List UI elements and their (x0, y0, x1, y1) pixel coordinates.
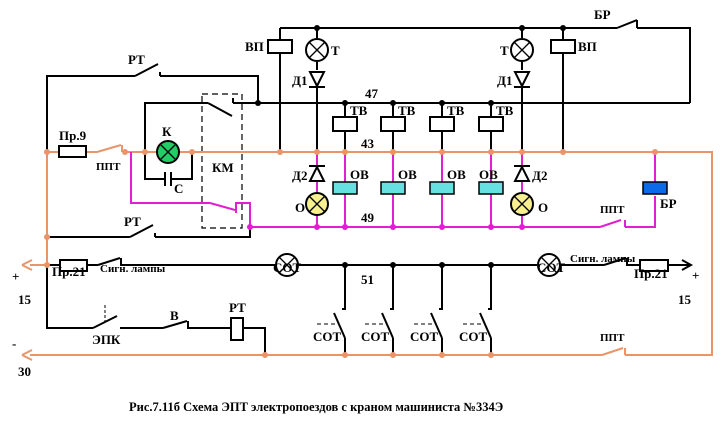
supply-wires (21, 144, 713, 361)
label-vp-left: ВП (245, 39, 264, 54)
diode-d1-left (308, 71, 326, 89)
lamp-t-right (510, 38, 534, 62)
label-ov-3: ОВ (447, 167, 466, 182)
diode-d2-right (513, 164, 531, 182)
label-15-left: 15 (18, 292, 32, 307)
capacitor-c (164, 172, 172, 186)
label-ppt-left: ППТ (96, 161, 121, 173)
label-t-left: Т (331, 43, 340, 58)
lamp-sot-right (537, 253, 561, 277)
label-30: 30 (18, 364, 31, 379)
label-km: КМ (212, 160, 234, 175)
label-sig-left: Сигн. лампы (100, 263, 166, 275)
label-ov-1: ОВ (350, 167, 369, 182)
label-rt-mid: РТ (124, 214, 141, 229)
fuse-pr21-right (639, 259, 669, 272)
label-tv-2: ТВ (398, 103, 416, 118)
label-o-right: О (538, 200, 548, 215)
label-tv-4: ТВ (496, 103, 514, 118)
br-coil (642, 181, 668, 195)
km-contactor-box (201, 93, 243, 229)
label-ov-2: ОВ (398, 167, 417, 182)
ov-coil-4 (478, 181, 504, 195)
label-epk: ЭПК (92, 332, 121, 347)
label-d1-left: Д1 (292, 73, 307, 88)
label-sot-lamp-right: СОТ (537, 260, 566, 275)
label-15-right: 15 (678, 292, 692, 307)
label-sot-lamp-left: СОТ (273, 260, 302, 275)
ov-coil-2 (380, 181, 406, 195)
rt-relay-coil (230, 317, 244, 341)
lamp-o-left (305, 192, 329, 216)
label-ov-4: ОВ (479, 167, 498, 182)
label-pr21-right: Пр.21 (634, 266, 668, 281)
label-ppt-bottom: ППТ (600, 332, 625, 344)
label-v: В (170, 308, 179, 323)
label-k: К (162, 124, 172, 139)
label-ppt-right: ППТ (600, 204, 625, 216)
label-br-coil: БР (660, 196, 677, 211)
ov-coil-1 (332, 181, 358, 195)
label-c: С (174, 181, 183, 196)
label-wire-51: 51 (361, 272, 374, 287)
label-tv-3: ТВ (447, 103, 465, 118)
label-pr21-left: Пр.21 (52, 264, 86, 279)
fuse-pr21-left (59, 259, 88, 272)
label-vp-right: ВП (578, 39, 597, 54)
tv-coil-4 (478, 116, 504, 132)
label-sot-sw-1: СОТ (313, 329, 342, 344)
label-o-left: О (295, 200, 305, 215)
lamp-sot-left (275, 253, 299, 277)
vp-relay-coil-left (267, 39, 293, 54)
label-t-right: Т (500, 43, 509, 58)
tv-coil-2 (380, 116, 406, 132)
label-sot-sw-2: СОТ (361, 329, 390, 344)
fuse-pr9 (58, 145, 87, 158)
lamp-k (156, 140, 180, 164)
figure-caption: Рис.7.11б Схема ЭПТ электропоездов с кра… (129, 400, 503, 414)
label-sot-sw-3: СОТ (410, 329, 439, 344)
ov-coil-3 (429, 181, 455, 195)
label-minus-left: - (12, 336, 16, 351)
lamp-t-left (305, 38, 329, 62)
label-tv-1: ТВ (350, 103, 368, 118)
label-sot-sw-4: СОТ (459, 329, 488, 344)
switch-blades (129, 19, 638, 238)
label-d2-right: Д2 (532, 168, 547, 183)
label-d2-left: Д2 (292, 168, 307, 183)
black-wires-bottom (46, 257, 694, 355)
label-rt-coil: РТ (229, 300, 246, 315)
diode-d1-right (513, 71, 531, 89)
label-wire-49: 49 (361, 210, 375, 225)
label-sig-right: Сигн. лампы (570, 253, 636, 265)
label-wire-43: 43 (361, 136, 375, 151)
vp-relay-coil-right (550, 39, 576, 54)
lamp-o-right (510, 192, 534, 216)
label-d1-right: Д1 (497, 73, 512, 88)
label-rt-top: РТ (128, 52, 145, 67)
tv-coil-1 (332, 116, 358, 132)
label-wire-47: 47 (365, 86, 379, 101)
label-plus-right: + (692, 268, 699, 283)
label-br-top: БР (594, 7, 611, 22)
tv-coil-3 (429, 116, 455, 132)
junction-dots (44, 25, 658, 358)
label-pr9: Пр.9 (59, 128, 87, 143)
diode-d2-left (308, 164, 326, 182)
label-plus-left: + (12, 269, 19, 284)
